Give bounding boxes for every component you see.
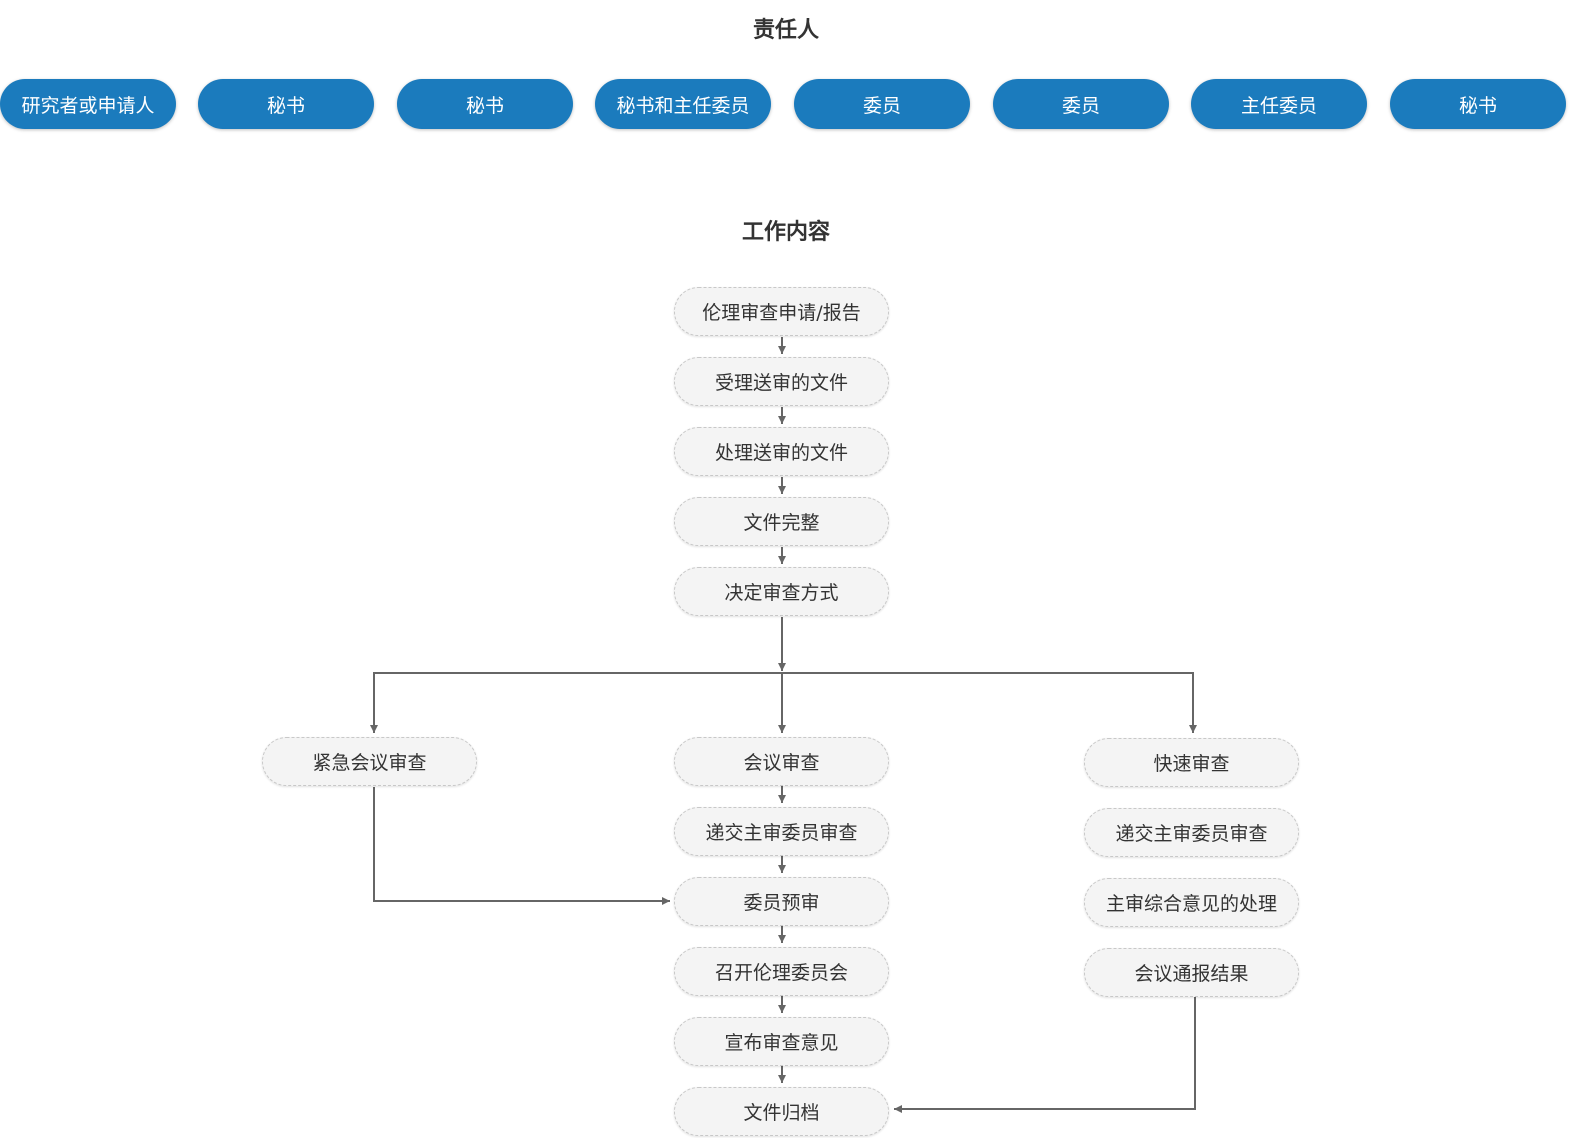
role-secretary-1: 秘书 xyxy=(198,79,374,129)
step-primary-opinion-handling: 主审综合意见的处理 xyxy=(1084,878,1299,927)
role-secretary-3: 秘书 xyxy=(1390,79,1566,129)
arrow-branch-urgent xyxy=(370,672,782,733)
roles-heading: 责任人 xyxy=(752,18,819,43)
step-fast-review: 快速审查 xyxy=(1084,738,1299,787)
step-fast-submit-primary-reviewer: 递交主审委员审查 xyxy=(1084,808,1299,857)
arrow-branch-fast xyxy=(782,672,1197,733)
role-member-2: 委员 xyxy=(993,79,1169,129)
role-member-1: 委员 xyxy=(794,79,970,129)
step-member-prereview: 委员预审 xyxy=(674,877,889,926)
step-accept-documents: 受理送审的文件 xyxy=(674,357,889,406)
step-meeting-review: 会议审查 xyxy=(674,737,889,786)
arrow-urgent-to-prereview xyxy=(373,787,670,905)
role-researcher: 研究者或申请人 xyxy=(0,79,176,129)
step-submit-primary-reviewer: 递交主审委员审查 xyxy=(674,807,889,856)
step-announce-opinion: 宣布审查意见 xyxy=(674,1017,889,1066)
arrow-fast-to-archive xyxy=(894,997,1196,1113)
step-archive-documents: 文件归档 xyxy=(674,1087,889,1136)
step-meeting-report-result: 会议通报结果 xyxy=(1084,948,1299,997)
step-process-documents: 处理送审的文件 xyxy=(674,427,889,476)
step-convene-committee: 召开伦理委员会 xyxy=(674,947,889,996)
role-secretary-2: 秘书 xyxy=(397,79,573,129)
role-chair: 主任委员 xyxy=(1191,79,1367,129)
step-urgent-meeting-review: 紧急会议审查 xyxy=(262,737,477,786)
role-secretary-and-chair: 秘书和主任委员 xyxy=(595,79,771,129)
step-decide-review-method: 决定审查方式 xyxy=(674,567,889,616)
step-documents-complete: 文件完整 xyxy=(674,497,889,546)
step-ethics-application: 伦理审查申请/报告 xyxy=(674,287,889,336)
work-heading: 工作内容 xyxy=(741,220,830,245)
